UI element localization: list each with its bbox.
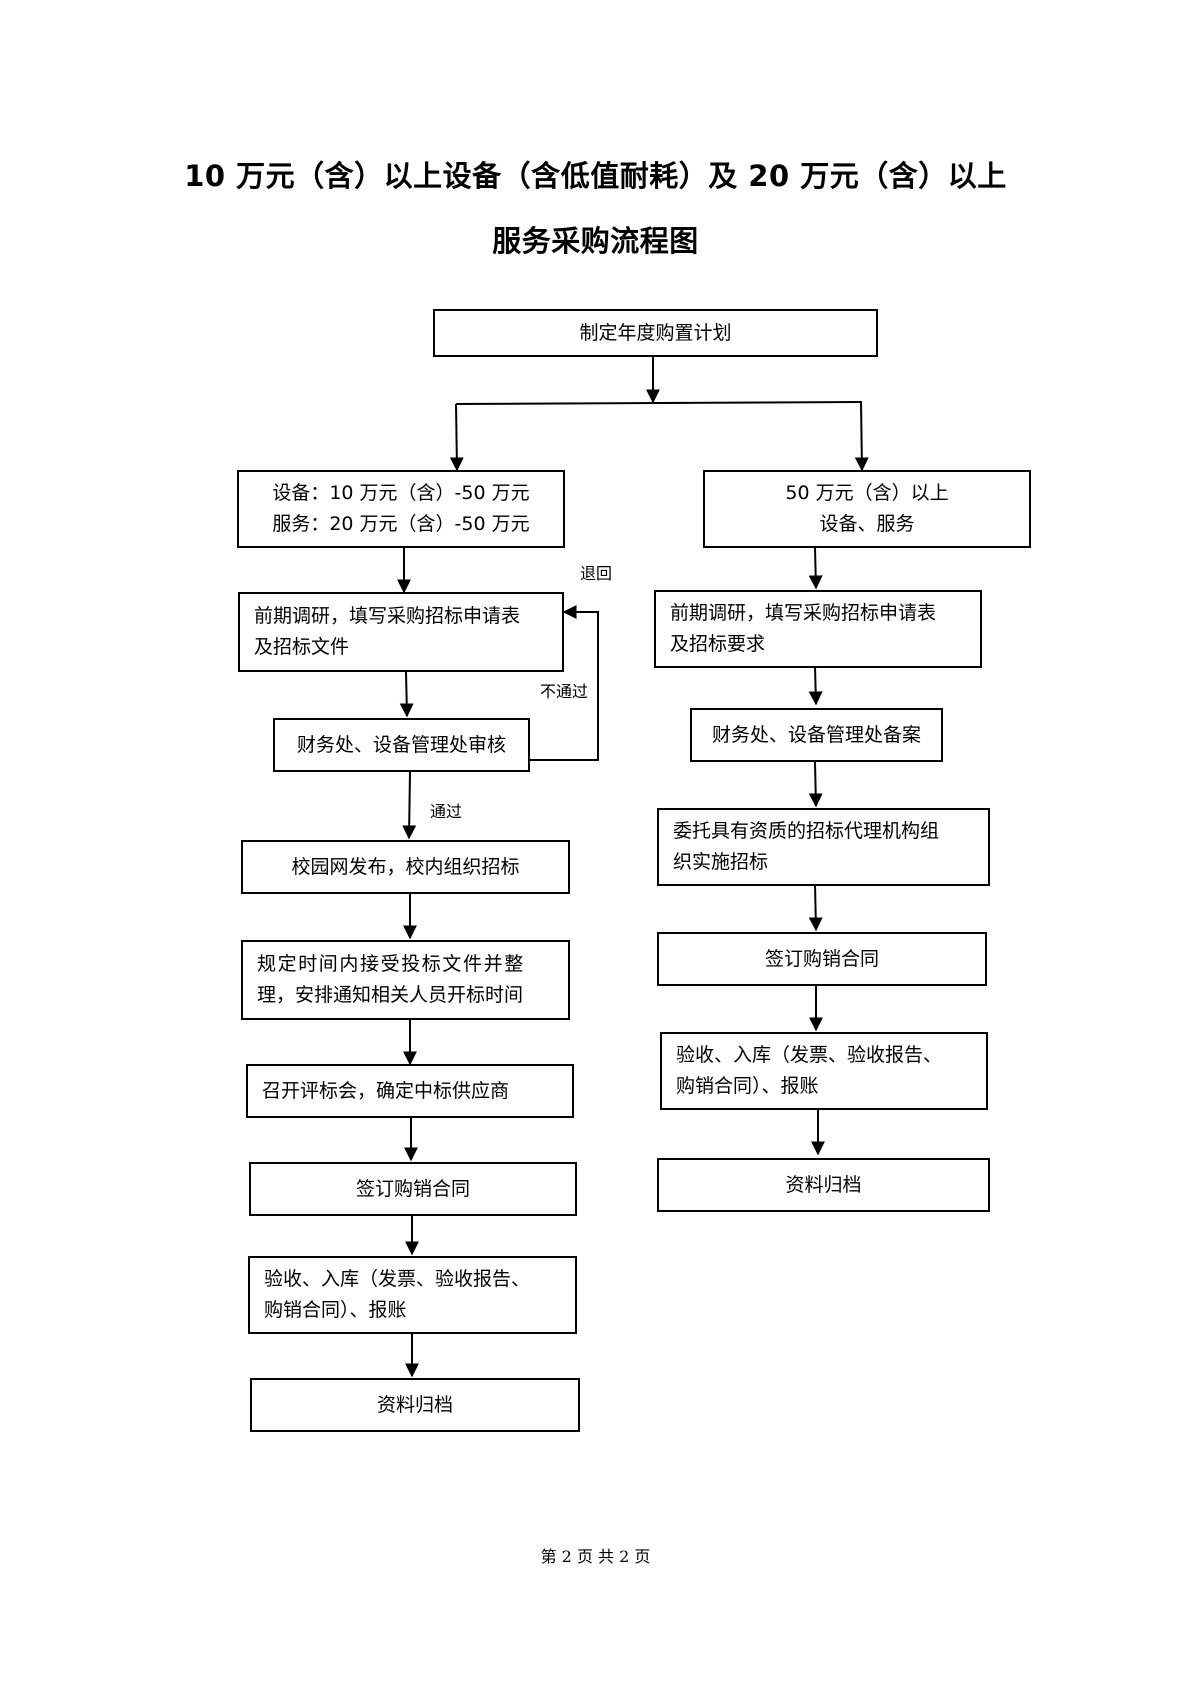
right-entrust-line-1: 委托具有资质的招标代理机构组	[673, 820, 940, 842]
left-receive-line-2: 理，安排通知相关人员开标时间	[257, 984, 524, 1006]
arrow-left-2	[399, 671, 414, 718]
right-archive-box: 资料归档	[657, 1158, 990, 1212]
right-contract-label: 签订购销合同	[764, 947, 879, 970]
left-contract-label: 签订购销合同	[355, 1177, 470, 1200]
arrow-right-2	[808, 665, 823, 706]
arrow-right-3	[808, 761, 823, 808]
pass-label: 通过	[430, 802, 463, 821]
page-subtitle: 服务采购流程图	[492, 224, 699, 258]
page-title: 10 万元（含）以上设备（含低值耐耗）及 20 万元（含）以上	[184, 159, 1007, 193]
left-archive-label: 资料归档	[376, 1393, 453, 1416]
right-entrust-box: 委托具有资质的招标代理机构组 织实施招标	[657, 808, 990, 886]
right-filing-label: 财务处、设备管理处备案	[711, 723, 921, 746]
left-research-line-1: 前期调研，填写采购招标申请表	[254, 605, 521, 627]
left-receive-line-1: 规定时间内接受投标文件并整	[257, 953, 525, 975]
right-entrust-line-2: 织实施招标	[673, 851, 769, 873]
right-acceptance-line-1: 验收、入库（发票、验收报告、	[676, 1044, 943, 1066]
split-horizontal-line	[455, 401, 863, 405]
plan-box: 制定年度购置计划	[433, 309, 878, 357]
left-archive-box: 资料归档	[250, 1378, 580, 1432]
left-acceptance-line-1: 验收、入库（发票、验收报告、	[264, 1268, 531, 1290]
left-condition-line-1: 设备：10 万元（含）-50 万元	[272, 482, 530, 504]
left-evaluation-box: 召开评标会，确定中标供应商	[246, 1064, 574, 1118]
right-research-box: 前期调研，填写采购招标申请表 及招标要求	[654, 590, 982, 668]
arrow-right-1	[808, 547, 823, 590]
left-receive-box: 规定时间内接受投标文件并整 理，安排通知相关人员开标时间	[241, 940, 570, 1020]
plan-label: 制定年度购置计划	[579, 321, 732, 344]
right-research-line-2: 及招标要求	[670, 633, 766, 655]
left-condition-box: 设备：10 万元（含）-50 万元 服务：20 万元（含）-50 万元	[237, 470, 565, 548]
right-condition-line-1: 50 万元（含）以上	[785, 482, 949, 504]
right-condition-line-2: 设备、服务	[819, 513, 915, 535]
left-acceptance-box: 验收、入库（发票、验收报告、 购销合同）、报账	[248, 1256, 577, 1334]
page-footer: 第 2 页 共 2 页	[540, 1547, 651, 1566]
right-acceptance-box: 验收、入库（发票、验收报告、 购销合同）、报账	[660, 1032, 988, 1110]
left-publish-box: 校园网发布，校内组织招标	[241, 840, 570, 894]
right-archive-label: 资料归档	[785, 1173, 862, 1196]
left-acceptance-line-2: 购销合同）、报账	[264, 1299, 407, 1321]
left-review-label: 财务处、设备管理处审核	[296, 733, 506, 756]
right-condition-box: 50 万元（含）以上 设备、服务	[703, 470, 1031, 548]
right-research-line-1: 前期调研，填写采购招标申请表	[670, 602, 937, 624]
right-contract-box: 签订购销合同	[657, 932, 987, 986]
return-loop-line	[530, 605, 599, 761]
left-contract-box: 签订购销合同	[249, 1162, 577, 1216]
left-evaluation-label: 召开评标会，确定中标供应商	[262, 1079, 510, 1102]
left-condition-line-2: 服务：20 万元（含）-50 万元	[272, 513, 530, 535]
left-review-box: 财务处、设备管理处审核	[273, 718, 530, 772]
return-label: 退回	[580, 564, 613, 583]
arrow-split-to-left	[449, 403, 464, 472]
arrow-split-to-right	[854, 401, 869, 472]
right-acceptance-line-2: 购销合同）、报账	[676, 1075, 819, 1097]
left-research-box: 前期调研，填写采购招标申请表 及招标文件	[238, 592, 564, 672]
left-publish-label: 校园网发布，校内组织招标	[291, 855, 520, 878]
fail-label: 不通过	[540, 682, 589, 701]
arrow-right-4	[808, 883, 823, 932]
right-filing-box: 财务处、设备管理处备案	[690, 708, 943, 762]
left-research-line-2: 及招标文件	[254, 636, 350, 658]
arrow-left-3	[402, 771, 417, 840]
